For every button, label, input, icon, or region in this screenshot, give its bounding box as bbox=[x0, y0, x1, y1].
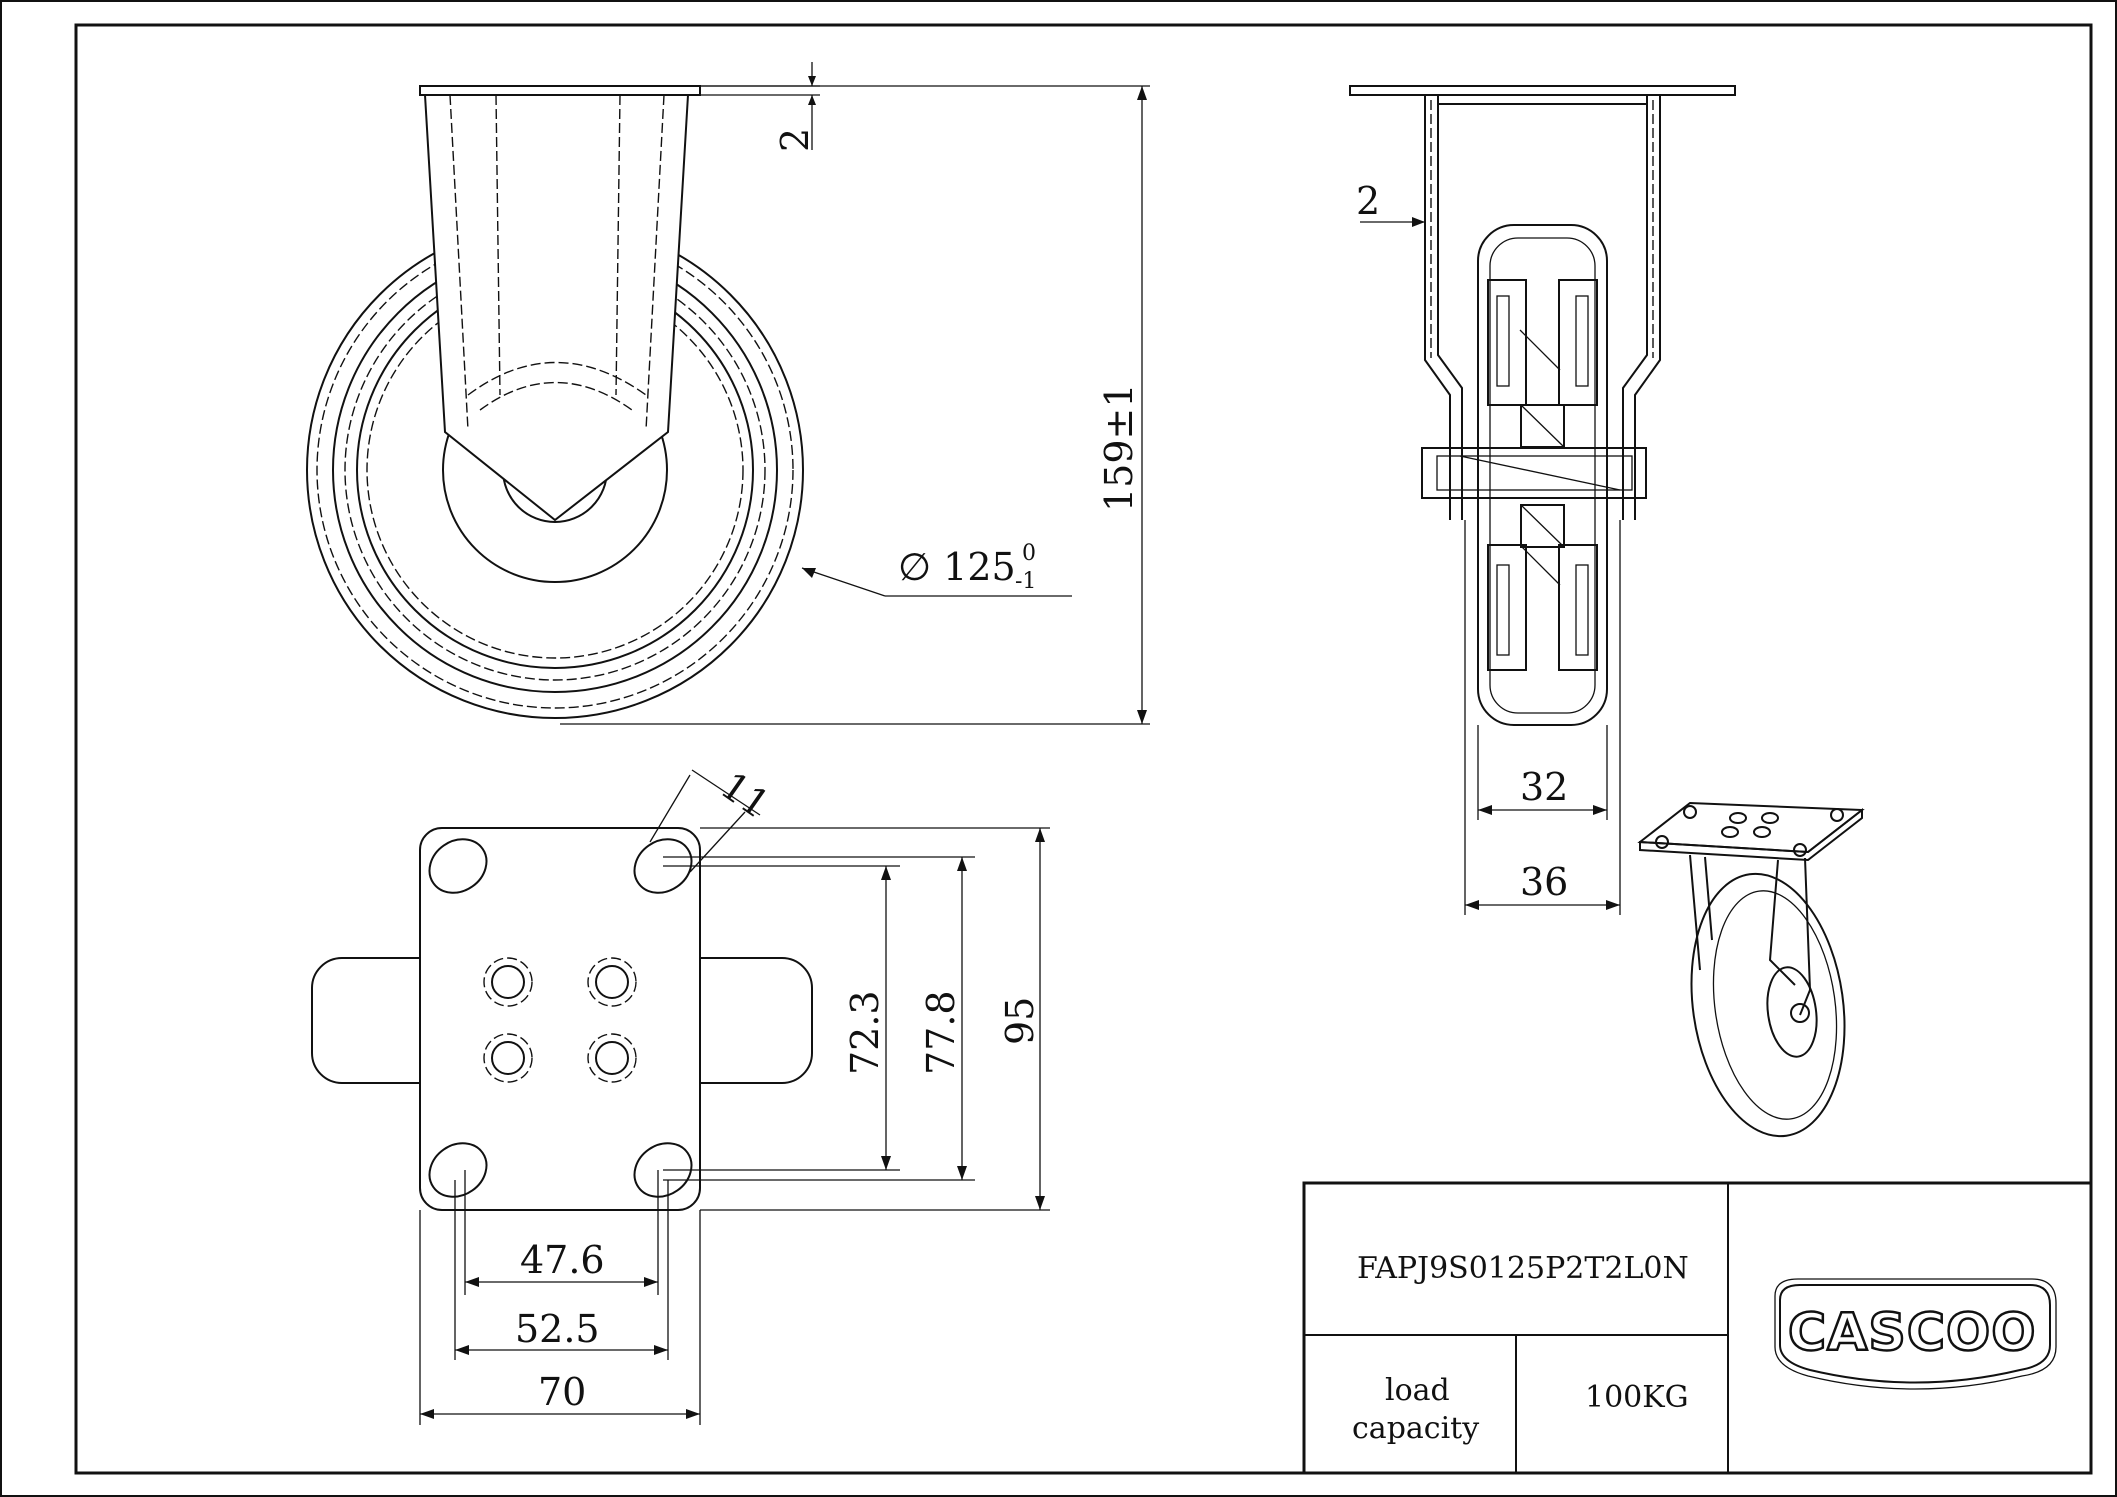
dim-inner-y: 72.3 bbox=[843, 990, 887, 1075]
side-axle bbox=[1421, 447, 1647, 499]
load-capacity-value: 100KG bbox=[1585, 1380, 1689, 1415]
load-capacity-label-1: load bbox=[1385, 1373, 1450, 1408]
iso-wheel bbox=[1690, 872, 1846, 1138]
mounting-plate bbox=[419, 827, 701, 1211]
dim-slot-width: 11 bbox=[713, 763, 778, 827]
side-top-plate bbox=[1349, 85, 1736, 96]
isometric-view bbox=[1637, 801, 1865, 1138]
dim-height: 159±1 bbox=[1097, 383, 1141, 512]
dim-wheel-diameter: ∅ 125 bbox=[898, 545, 1016, 589]
dim-inner-x: 47.6 bbox=[520, 1238, 605, 1282]
dim-wheel-tol-lower: -1 bbox=[1015, 569, 1036, 594]
front-view: 2 159±1 ∅ 125 0 -1 bbox=[306, 62, 1150, 725]
slot-bl bbox=[428, 1142, 488, 1198]
dim-outer-y: 77.8 bbox=[919, 990, 963, 1075]
part-number: FAPJ9S0125P2T2L0N bbox=[1357, 1251, 1689, 1286]
dim-plate-thickness: 2 bbox=[773, 128, 817, 152]
slot-tl bbox=[428, 838, 488, 894]
plate-view: 11 72.3 77.8 95 47.6 52.5 bbox=[311, 763, 1050, 1425]
dim-wheel-tol-upper: 0 bbox=[1022, 541, 1036, 566]
dim-hub-width: 36 bbox=[1520, 860, 1568, 904]
side-view: 2 32 36 bbox=[1349, 85, 1736, 915]
dim-outer-x: 52.5 bbox=[515, 1307, 600, 1351]
drawing-frame bbox=[74, 23, 2093, 1475]
side-wheel bbox=[1477, 224, 1608, 726]
dim-fork-thickness: 2 bbox=[1356, 179, 1380, 223]
slot-tr bbox=[633, 838, 693, 894]
title-block: FAPJ9S0125P2T2L0N load capacity 100KG CA… bbox=[1302, 1181, 2093, 1475]
brand-logo-text: CASCOO bbox=[1788, 1303, 2036, 1363]
dim-plate-y: 95 bbox=[998, 997, 1042, 1045]
brand-logo: CASCOO bbox=[1774, 1278, 2057, 1390]
slot-br bbox=[633, 1142, 693, 1198]
dim-wheel-width: 32 bbox=[1520, 765, 1568, 809]
dim-plate-x: 70 bbox=[538, 1370, 586, 1414]
load-capacity-label-2: capacity bbox=[1352, 1411, 1479, 1446]
top-plate bbox=[419, 85, 701, 96]
